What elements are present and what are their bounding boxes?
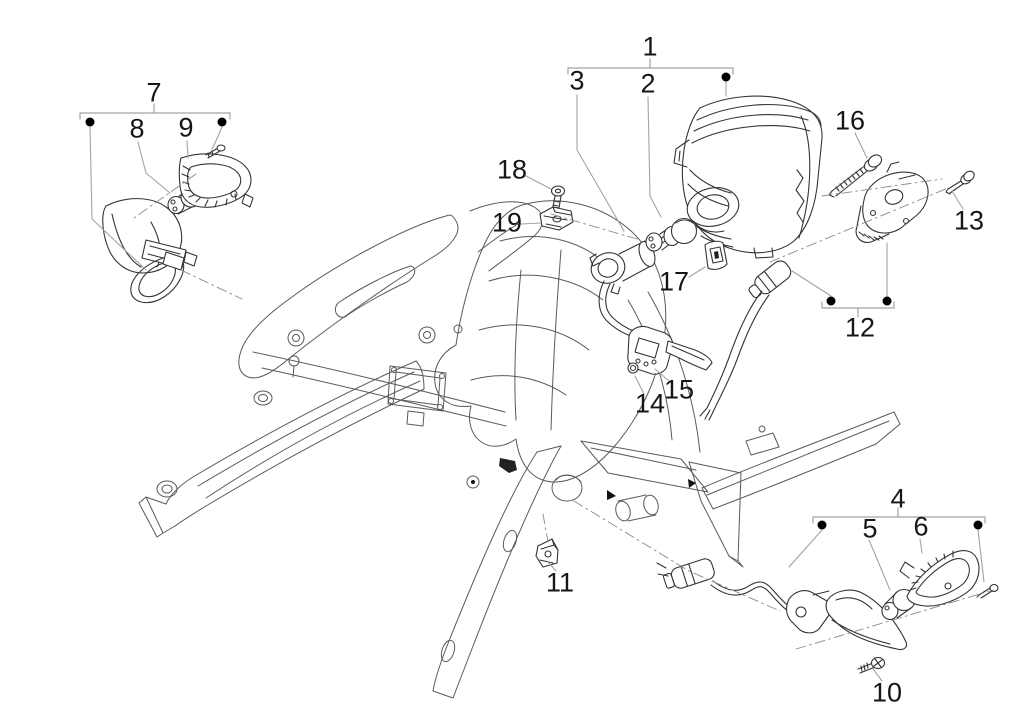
leader-14 <box>635 376 644 394</box>
callout-label-9: 9 <box>178 112 194 143</box>
rear-frame <box>139 201 900 698</box>
right-turn-signal-body <box>787 590 907 649</box>
right-signal-connector <box>657 557 716 592</box>
axis-line-4 <box>770 188 948 262</box>
leader-8 <box>138 142 170 193</box>
clip-nut-19 <box>540 207 573 230</box>
callout-dot <box>973 520 983 530</box>
callout-label-8: 8 <box>129 113 145 144</box>
callout-label-16: 16 <box>834 105 866 136</box>
axis-line-6 <box>574 501 780 611</box>
callout-label-7: 7 <box>146 77 162 108</box>
callout-dot <box>721 72 731 82</box>
leader-7-dotR <box>212 127 222 149</box>
callout-dot <box>826 296 836 306</box>
axis-line-1 <box>181 270 242 299</box>
callout-label-19: 19 <box>491 207 523 238</box>
axis-line-0 <box>134 174 196 218</box>
axis-line-3 <box>822 179 942 196</box>
callout-dot <box>882 296 892 306</box>
leader-5 <box>869 540 890 590</box>
callout-label-12: 12 <box>844 312 876 343</box>
axis-line-7 <box>796 590 993 649</box>
callout-label-14: 14 <box>634 388 666 419</box>
right-turn-signal-lens <box>900 551 979 607</box>
callout-label-3: 3 <box>569 65 585 96</box>
leader-9 <box>187 141 188 158</box>
leader-13 <box>952 191 963 209</box>
callout-dot <box>85 117 95 127</box>
clip-nut-11 <box>536 539 558 567</box>
left-turn-signal-support <box>103 199 197 303</box>
tail-light-bulb <box>646 219 697 252</box>
left-lens-screw <box>206 145 225 158</box>
harness-wire-lower <box>700 291 769 420</box>
right-lens-screw <box>977 585 998 599</box>
callout-label-5: 5 <box>862 513 878 544</box>
leader-17 <box>689 267 705 277</box>
leader-3 <box>577 95 624 231</box>
callout-label-6: 6 <box>913 511 929 542</box>
leader-18 <box>526 176 551 189</box>
harness-bracket-15 <box>628 326 712 374</box>
screw-10 <box>858 658 885 674</box>
leader-10 <box>873 669 882 681</box>
callout-label-2: 2 <box>640 68 656 99</box>
screw-13 <box>946 169 976 194</box>
callout-label-18: 18 <box>496 154 528 185</box>
leader-15 <box>655 369 669 381</box>
leader-7-dotL <box>90 127 146 270</box>
leader-16 <box>855 133 867 158</box>
leader-4-dotL <box>789 530 822 567</box>
leader-4-dotR <box>978 530 984 582</box>
axis-line-5 <box>543 514 548 542</box>
harness-wire-upper <box>599 281 636 337</box>
tail-light-assembly <box>674 96 822 258</box>
left-turn-signal-lens <box>179 154 253 207</box>
callout-label-4: 4 <box>890 483 906 514</box>
nut-14 <box>628 363 638 373</box>
leader-12-dotL <box>792 271 831 296</box>
bulb-holder <box>587 237 666 294</box>
leader-6 <box>920 539 922 553</box>
callout-label-15: 15 <box>663 374 695 405</box>
axis-line-2 <box>551 214 637 239</box>
holder-retainer-switch <box>705 241 727 269</box>
callout-label-1: 1 <box>642 31 658 62</box>
leader-11 <box>548 562 556 571</box>
leader-2 <box>648 97 661 217</box>
callout-label-17: 17 <box>658 266 690 297</box>
callout-label-13: 13 <box>953 205 985 236</box>
callout-dot <box>817 520 827 530</box>
callout-dot <box>217 117 227 127</box>
callout-label-10: 10 <box>871 677 903 708</box>
harness-connector <box>745 258 794 302</box>
callout-label-11: 11 <box>545 567 575 598</box>
leader-19 <box>521 223 541 224</box>
license-light-support <box>856 162 928 242</box>
